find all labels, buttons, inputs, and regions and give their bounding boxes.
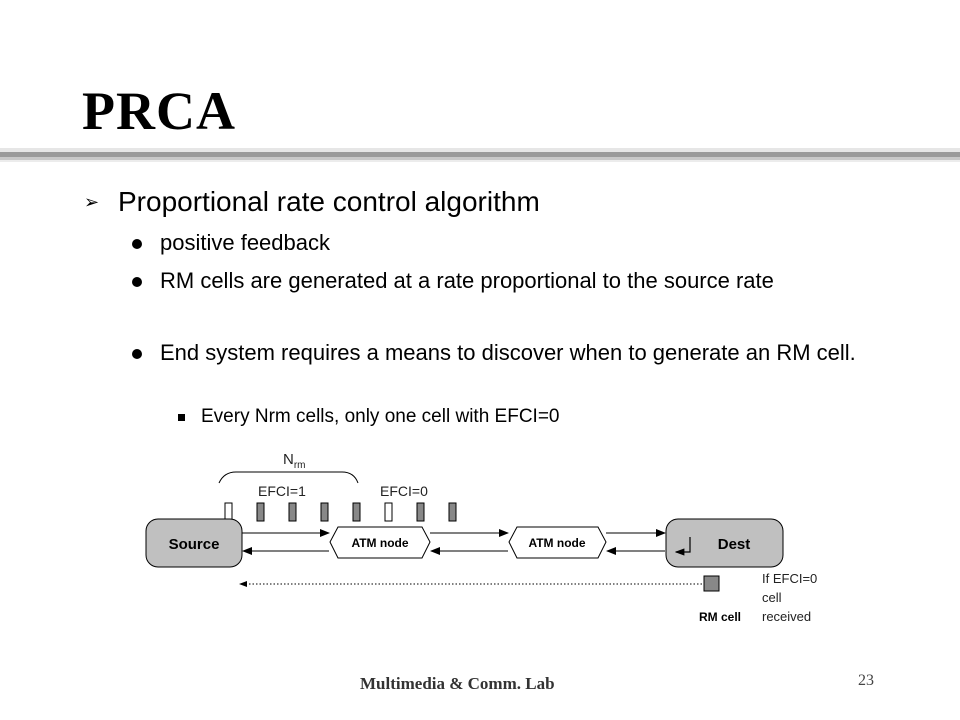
sub-sub-bullet-text: Every Nrm cells, only one cell with EFCI…	[201, 406, 560, 427]
atm-node-1-label: ATM node	[351, 536, 408, 550]
nrm-label: Nrm	[283, 451, 306, 471]
efci1-label: EFCI=1	[258, 483, 306, 499]
cell-efci0	[224, 502, 233, 522]
sub-bullet-text: RM cells are generated at a rate proport…	[160, 268, 774, 293]
efci-received-line: If EFCI=0	[762, 571, 817, 586]
dest-label: Dest	[718, 536, 751, 553]
atm-node-2-label: ATM node	[528, 536, 585, 550]
title-divider-light	[0, 160, 960, 162]
efci0-label: EFCI=0	[380, 483, 428, 499]
cell-efci1	[448, 502, 457, 522]
footer-lab: Multimedia & Comm. Lab	[360, 674, 555, 693]
sub-bullet-3: End system requires a means to discover …	[132, 338, 880, 368]
efci-received-line: received	[762, 609, 811, 624]
title-divider-dark	[0, 152, 960, 157]
cell-efci1	[320, 502, 329, 522]
dest-box	[665, 518, 784, 568]
dot-bullet-icon	[132, 239, 142, 249]
efci-received-line: cell	[762, 590, 782, 605]
sub-bullet-2: RM cells are generated at a rate proport…	[132, 266, 880, 296]
cell-efci1	[416, 502, 425, 522]
slide-title: PRCA	[82, 81, 236, 141]
title-divider	[0, 148, 960, 152]
dot-bullet-icon	[132, 277, 142, 287]
sub-bullet-text: positive feedback	[160, 230, 330, 255]
arrow-bullet-icon: ➢	[84, 191, 100, 212]
cell-efci1	[256, 502, 265, 522]
sub-bullet-text: End system requires a means to discover …	[160, 340, 856, 365]
source-box	[145, 518, 243, 568]
cell-efci1	[352, 502, 361, 522]
sub-sub-bullet: Every Nrm cells, only one cell with EFCI…	[178, 406, 559, 428]
rm-cell	[703, 575, 720, 592]
square-bullet-icon	[178, 413, 185, 421]
sub-bullet-1: positive feedback	[132, 228, 880, 258]
atm-node-1	[329, 526, 431, 559]
nrm-bracket	[218, 471, 359, 484]
title-divider-mid	[0, 157, 960, 160]
atm-node-2	[508, 526, 607, 559]
cell-efci1	[288, 502, 297, 522]
page-number: 23	[858, 672, 874, 689]
source-label: Source	[169, 536, 220, 553]
main-bullet-text: Proportional rate control algorithm	[118, 186, 540, 217]
rm-cell-label: RM cell	[699, 610, 741, 624]
main-bullet: ➢ Proportional rate control algorithm	[84, 186, 540, 218]
cell-efci0	[384, 502, 393, 522]
dot-bullet-icon	[132, 349, 142, 359]
dest-return-arrow	[674, 537, 691, 556]
